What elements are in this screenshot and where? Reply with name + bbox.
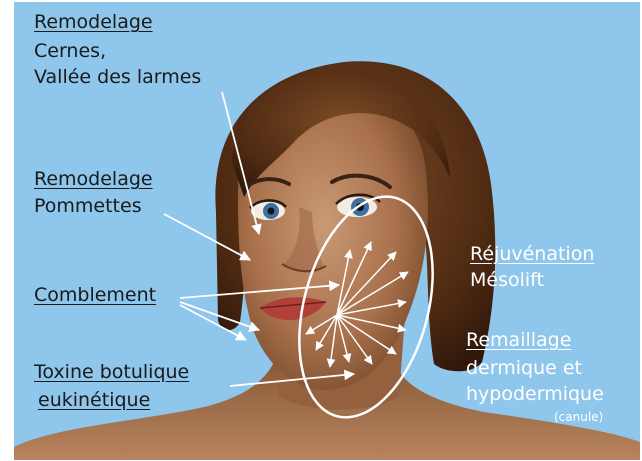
- cernes-label: Cernes,: [34, 39, 106, 63]
- illustration-panel: Remodelage Cernes, Vallée des larmes Rem…: [14, 2, 640, 460]
- toxine-botulique-label: Toxine botulique: [34, 360, 189, 384]
- pommettes-label: Pommettes: [34, 194, 142, 218]
- rejuvenation-title: Réjuvénation: [470, 242, 594, 266]
- remodelage-pommettes-title: Remodelage: [34, 167, 153, 191]
- vallee-des-larmes-label: Vallée des larmes: [34, 65, 201, 89]
- remodelage-cernes-title: Remodelage: [34, 10, 153, 34]
- eukinetique-label: eukinétique: [38, 388, 150, 412]
- hypodermique-label: hypodermique: [466, 382, 604, 406]
- canule-note: (canule): [554, 410, 603, 424]
- dermique-et-label: dermique et: [466, 356, 582, 380]
- mesolift-label: Mésolift: [470, 268, 544, 292]
- remaillage-title: Remaillage: [466, 328, 571, 352]
- comblement-title: Comblement: [34, 283, 156, 307]
